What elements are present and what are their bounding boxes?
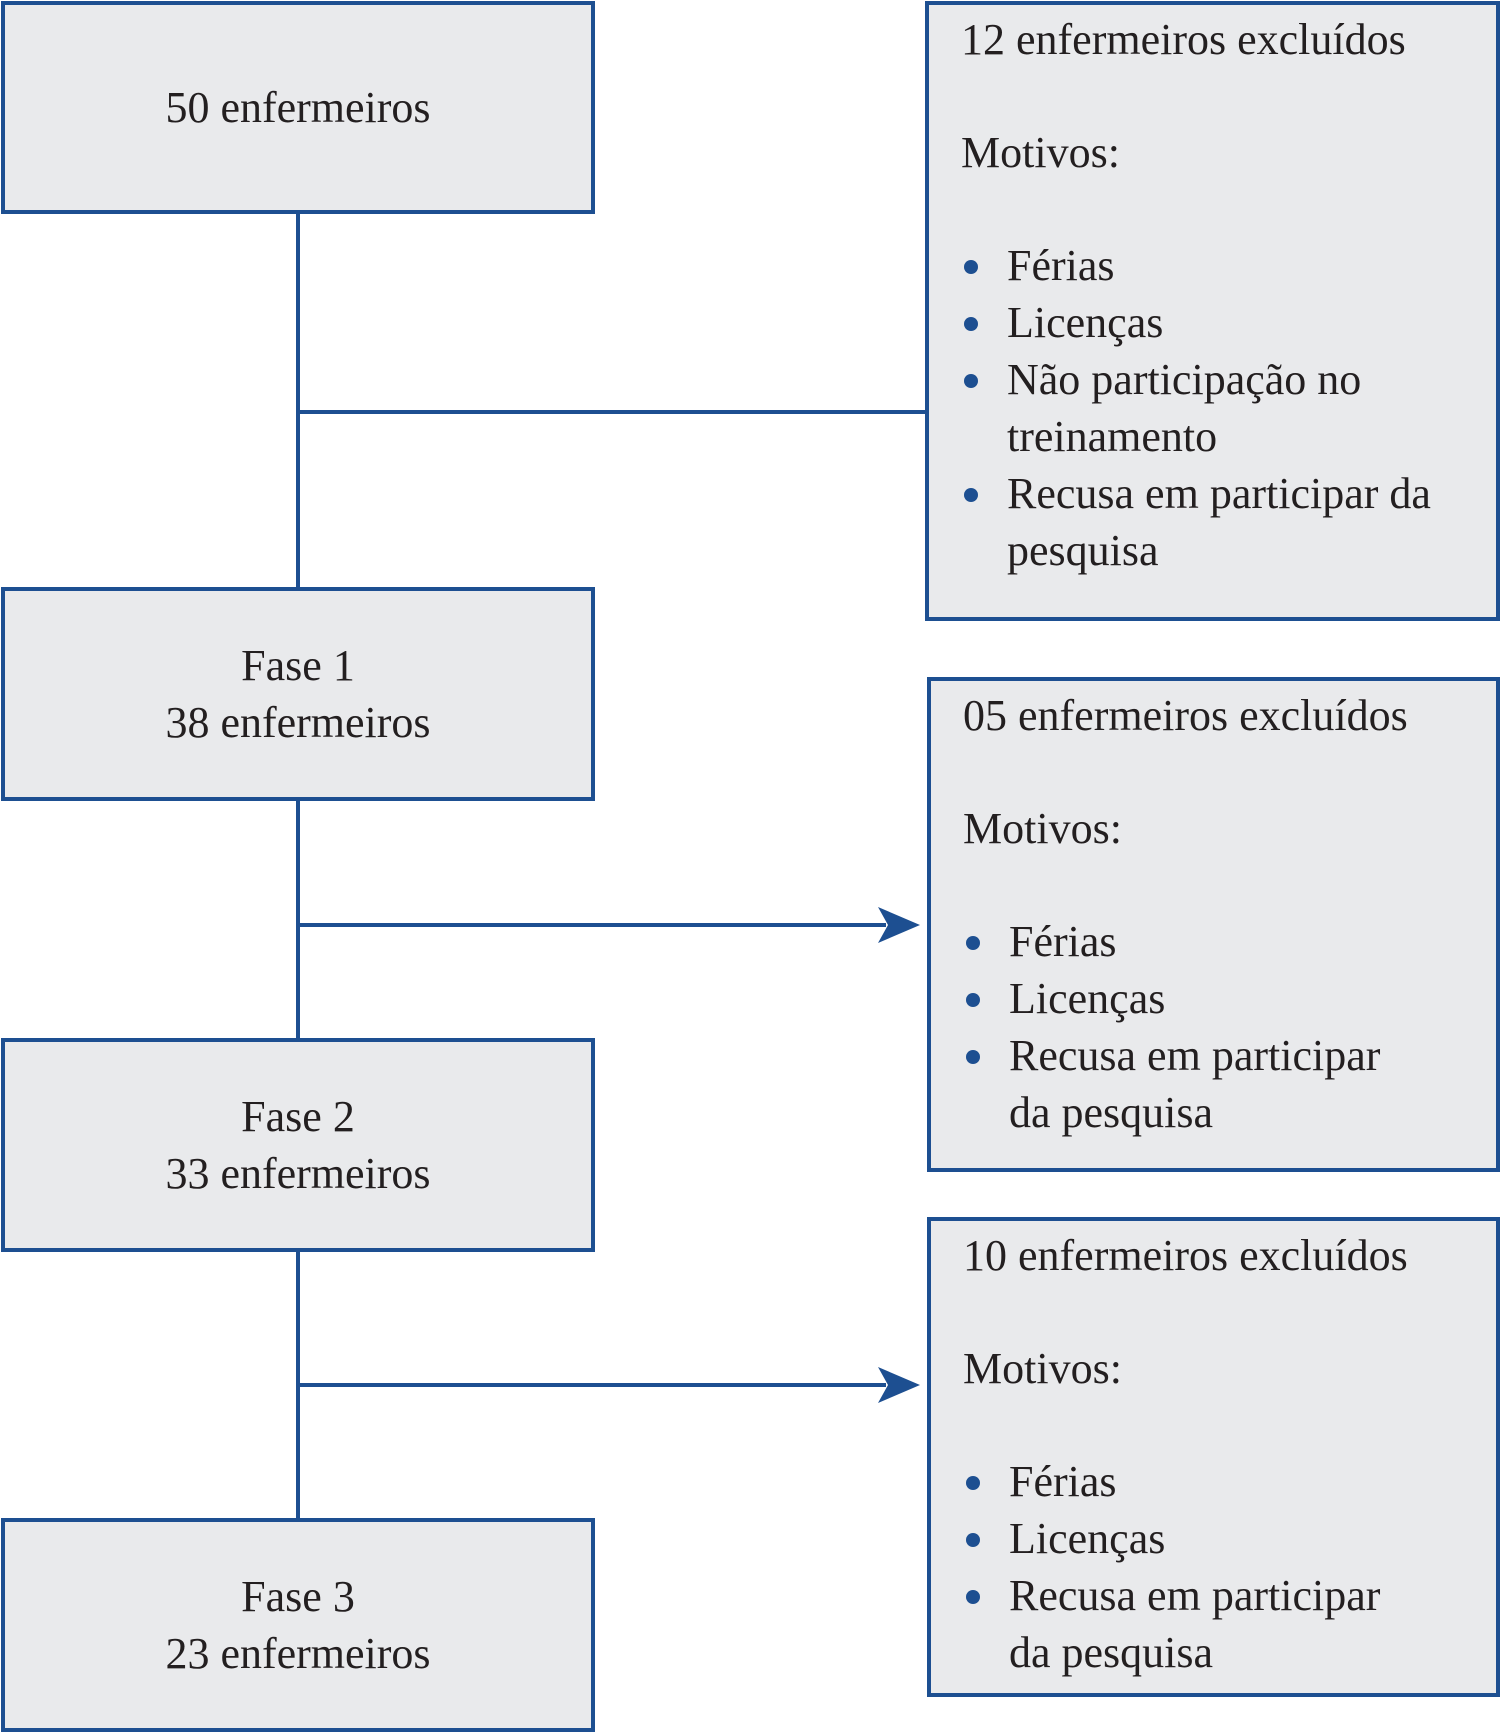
- stage-label: 50 enfermeiros: [165, 83, 431, 132]
- exclusion-title: 10 enfermeiros excluídos: [963, 1231, 1408, 1280]
- exclusion-box-1: 12 enfermeiros excluídos Motivos: Férias…: [925, 1, 1500, 621]
- reason-item: Férias: [963, 1453, 1496, 1510]
- stage-box-fase-3: Fase 3 23 enfermeiros: [1, 1518, 595, 1732]
- reason-item: Licenças: [963, 1510, 1496, 1567]
- reason-item: Licenças: [961, 294, 1496, 351]
- exclusion-title: 12 enfermeiros excluídos: [961, 15, 1406, 64]
- reason-item: Recusa em participar da pesquisa: [963, 1567, 1429, 1681]
- reason-list: Férias Licenças Não participação no trei…: [961, 237, 1496, 579]
- stage-title: Fase 2: [241, 1092, 355, 1141]
- stage-title: Fase 1: [241, 641, 355, 690]
- stage-box-total: 50 enfermeiros: [1, 1, 595, 214]
- reason-list: Férias Licenças Recusa em participar da …: [963, 913, 1496, 1141]
- stage-box-fase-2: Fase 2 33 enfermeiros: [1, 1038, 595, 1252]
- motivos-label: Motivos:: [961, 128, 1120, 177]
- exclusion-title: 05 enfermeiros excluídos: [963, 691, 1408, 740]
- reason-list: Férias Licenças Recusa em participar da …: [963, 1453, 1496, 1681]
- stage-count: 38 enfermeiros: [165, 698, 431, 747]
- exclusion-box-3: 10 enfermeiros excluídos Motivos: Férias…: [927, 1217, 1500, 1697]
- exclusion-box-2: 05 enfermeiros excluídos Motivos: Férias…: [927, 677, 1500, 1172]
- reason-item: Recusa em participar da pesquisa: [963, 1027, 1429, 1141]
- reason-item: Recusa em participar da pesquisa: [961, 465, 1496, 579]
- reason-item: Licenças: [963, 970, 1496, 1027]
- reason-item: Não participação no treinamento: [961, 351, 1407, 465]
- reason-item: Férias: [963, 913, 1496, 970]
- arrowhead-3: [878, 1367, 920, 1403]
- motivos-label: Motivos:: [963, 804, 1122, 853]
- stage-title: Fase 3: [241, 1572, 355, 1621]
- stage-count: 23 enfermeiros: [165, 1629, 431, 1678]
- arrowhead-2: [878, 907, 920, 943]
- reason-item: Férias: [961, 237, 1496, 294]
- stage-count: 33 enfermeiros: [165, 1149, 431, 1198]
- stage-box-fase-1: Fase 1 38 enfermeiros: [1, 587, 595, 801]
- motivos-label: Motivos:: [963, 1344, 1122, 1393]
